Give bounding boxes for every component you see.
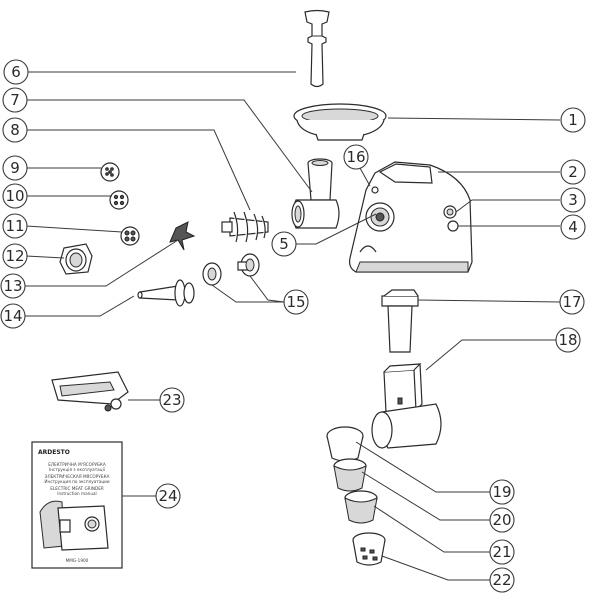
manual-brand: ARDESTO	[38, 449, 70, 456]
callout-label: 1	[568, 111, 578, 129]
callout-label: 22	[492, 571, 511, 589]
callout-label: 13	[3, 277, 22, 295]
part-cutter-blade	[169, 221, 196, 251]
callout-label: 19	[492, 483, 511, 501]
callout-19: 19	[489, 479, 515, 505]
callout-24: 24	[155, 483, 181, 509]
part-drum-slicing	[326, 426, 364, 462]
part-plate-coarse	[120, 226, 140, 246]
callout-15: 15	[283, 289, 309, 315]
part-handle	[51, 371, 129, 412]
callout-20: 20	[489, 507, 515, 533]
callout-label: 15	[286, 293, 305, 311]
callout-13: 13	[0, 273, 26, 299]
callout-label: 21	[492, 543, 511, 561]
callout-14: 14	[0, 303, 26, 329]
manual-subtitle-ua: Інструкція з експлуатації	[49, 467, 106, 472]
callout-8: 8	[2, 117, 28, 143]
callout-3: 3	[560, 187, 586, 213]
part-plate-medium	[109, 190, 129, 210]
callout-label: 9	[10, 159, 20, 177]
callout-17: 17	[559, 289, 585, 315]
callout-21: 21	[489, 539, 515, 565]
callout-11: 11	[2, 213, 28, 239]
part-drum-coarse-grater	[344, 490, 378, 524]
callout-18: 18	[555, 327, 581, 353]
callout-label: 24	[158, 487, 177, 505]
callout-label: 18	[558, 331, 577, 349]
callout-23: 23	[159, 387, 185, 413]
callout-label: 5	[279, 235, 289, 253]
part-ring-nut	[59, 243, 93, 275]
callout-label: 14	[3, 307, 22, 325]
callout-9: 9	[2, 155, 28, 181]
callout-6: 6	[3, 59, 29, 85]
manual-title-en: ELECTRIC MEAT GRINDER	[50, 486, 104, 491]
callout-label: 10	[5, 187, 24, 205]
part-plate-fine	[100, 162, 120, 182]
part-slicer-body	[371, 363, 442, 449]
callout-1: 1	[560, 107, 586, 133]
callout-16: 16	[343, 144, 369, 170]
part-auger	[221, 211, 269, 243]
callout-22: 22	[489, 567, 515, 593]
callout-label: 2	[568, 163, 578, 181]
callout-10: 10	[2, 183, 28, 209]
callout-label: 6	[11, 63, 21, 81]
part-vegetable-pusher	[381, 289, 419, 353]
part-sausage-nozzle	[137, 279, 195, 307]
manual-model: MMG-1900	[66, 558, 89, 563]
part-motor-housing	[349, 161, 473, 273]
part-pusher	[304, 9, 330, 88]
manual-title-ru: ЭЛЕКТРИЧЕСКАЯ МЯСОРУБКА	[45, 474, 110, 479]
leader-lines	[24, 71, 561, 581]
manual-subtitle-ru: Инструкция по эксплуатации	[44, 479, 109, 484]
callout-5: 5	[271, 231, 297, 257]
callout-7: 7	[2, 87, 28, 113]
callout-label: 16	[346, 148, 365, 166]
callout-label: 20	[492, 511, 511, 529]
callout-label: 11	[5, 217, 24, 235]
callout-label: 4	[568, 218, 578, 236]
instruction-manual: ARDESTO ЕЛЕКТРИЧНА М'ЯСОРУБКА Інструкція…	[31, 441, 123, 569]
callout-label: 12	[5, 247, 24, 265]
manual-subtitle-en: Instruction manual	[57, 491, 96, 496]
callout-2: 2	[560, 159, 586, 185]
part-drum-shredder	[352, 532, 386, 566]
callout-12: 12	[2, 243, 28, 269]
callout-4: 4	[560, 214, 586, 240]
callout-label: 3	[568, 191, 578, 209]
callout-label: 23	[162, 391, 181, 409]
part-feeding-tube	[291, 158, 340, 229]
part-drum-fine-grater	[333, 458, 367, 492]
callout-label: 7	[10, 91, 20, 109]
callout-label: 8	[10, 121, 20, 139]
callout-label: 17	[562, 293, 581, 311]
manual-title-ua: ЕЛЕКТРИЧНА М'ЯСОРУБКА	[48, 462, 106, 467]
part-kubbe-attachment	[202, 253, 260, 286]
part-tray	[293, 103, 387, 141]
